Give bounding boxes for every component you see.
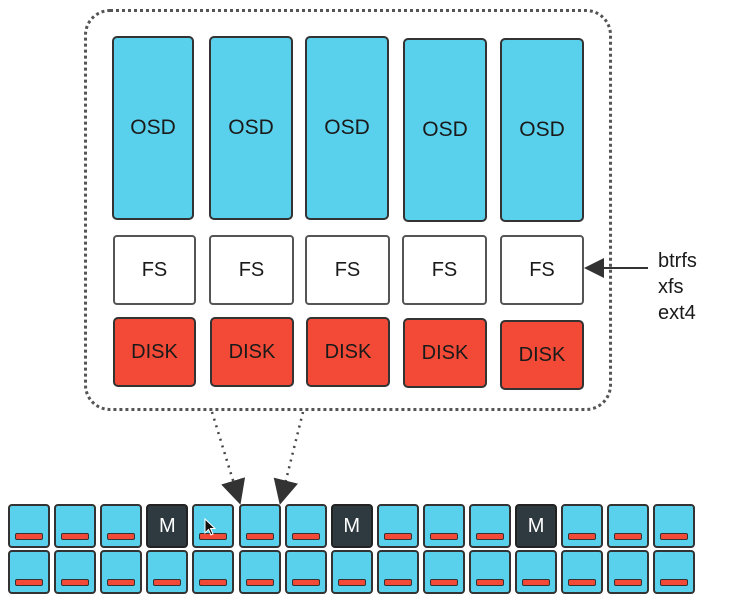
disk-indicator [107, 579, 136, 586]
storage-node [561, 550, 604, 594]
storage-node [238, 550, 281, 594]
storage-node [192, 504, 235, 548]
disk-indicator [15, 579, 43, 586]
disk-indicator [337, 579, 366, 586]
disk-indicator [61, 579, 90, 586]
storage-node [8, 504, 50, 548]
storage-node [284, 504, 327, 548]
disk-box: DISK [306, 317, 390, 387]
disk-indicator [568, 533, 597, 540]
osd-box: OSD [209, 36, 293, 220]
storage-node [238, 504, 281, 548]
disk-box: DISK [403, 318, 487, 388]
disk-label: DISK [518, 343, 566, 366]
disk-indicator [153, 579, 182, 586]
monitor-node: M [515, 504, 558, 548]
disk-label: DISK [131, 340, 178, 363]
storage-node [469, 550, 511, 594]
node-zoom-line-right [273, 411, 305, 505]
disk-indicator [199, 533, 228, 540]
filesystem-option: xfs [658, 276, 684, 298]
disk-indicator [522, 579, 551, 586]
fs-box: FS [209, 235, 294, 305]
fs-label: FS [431, 258, 458, 281]
fs-label: FS [529, 258, 555, 281]
disk-box: DISK [210, 317, 294, 387]
osd-box: OSD [403, 38, 487, 222]
monitor-node: M [330, 504, 373, 548]
storage-node [653, 504, 696, 548]
storage-node [330, 550, 373, 594]
storage-node [422, 504, 465, 548]
disk-indicator [614, 533, 643, 540]
disk-box: DISK [113, 317, 196, 387]
disk-indicator [476, 533, 504, 540]
osd-box: OSD [500, 38, 584, 222]
storage-node [515, 550, 558, 594]
disk-indicator [383, 579, 412, 586]
fs-label: FS [238, 258, 265, 281]
storage-node [607, 550, 650, 594]
disk-indicator [429, 533, 458, 540]
disk-label: DISK [324, 340, 372, 363]
disk-box: DISK [500, 320, 584, 390]
disk-indicator [245, 533, 274, 540]
disk-label: DISK [421, 341, 469, 364]
disk-indicator [107, 533, 136, 540]
storage-node [376, 504, 419, 548]
osd-label: OSD [228, 116, 274, 139]
storage-node [146, 550, 189, 594]
fs-box: FS [500, 235, 584, 305]
disk-indicator [15, 533, 43, 540]
fs-label: FS [141, 258, 168, 281]
storage-node [100, 550, 143, 594]
storage-node [192, 550, 235, 594]
storage-node [607, 504, 650, 548]
storage-node [54, 504, 97, 548]
storage-node [376, 550, 419, 594]
disk-indicator [199, 579, 228, 586]
osd-box: OSD [112, 36, 194, 220]
storage-node [422, 550, 465, 594]
disk-indicator [291, 579, 320, 586]
storage-node [561, 504, 604, 548]
monitor-node: M [146, 504, 189, 548]
fs-label: FS [334, 258, 361, 281]
disk-indicator [383, 533, 412, 540]
fs-box: FS [402, 235, 487, 305]
disk-indicator [61, 533, 90, 540]
storage-node [100, 504, 143, 548]
storage-node [469, 504, 511, 548]
filesystem-option: ext4 [658, 302, 696, 324]
storage-node [8, 550, 50, 594]
disk-indicator [568, 579, 597, 586]
storage-node [653, 550, 696, 594]
storage-node [284, 550, 327, 594]
fs-box: FS [113, 235, 196, 305]
fs-box: FS [305, 235, 390, 305]
osd-label: OSD [519, 118, 565, 141]
filesystem-options-list: btrfs xfs ext4 [658, 248, 697, 326]
osd-label: OSD [324, 116, 370, 139]
disk-indicator [476, 579, 504, 586]
disk-label: DISK [228, 340, 276, 363]
disk-indicator [660, 533, 689, 540]
disk-indicator [429, 579, 458, 586]
mouse-cursor-icon [204, 518, 217, 536]
storage-node [54, 550, 97, 594]
osd-label: OSD [130, 116, 176, 139]
disk-indicator [660, 579, 689, 586]
osd-box: OSD [305, 36, 389, 220]
osd-label: OSD [422, 118, 468, 141]
filesystem-option: btrfs [658, 250, 697, 272]
node-zoom-line-left [210, 411, 246, 505]
disk-indicator [291, 533, 320, 540]
node-detail-region [84, 9, 612, 411]
disk-indicator [614, 579, 643, 586]
disk-indicator [245, 579, 274, 586]
